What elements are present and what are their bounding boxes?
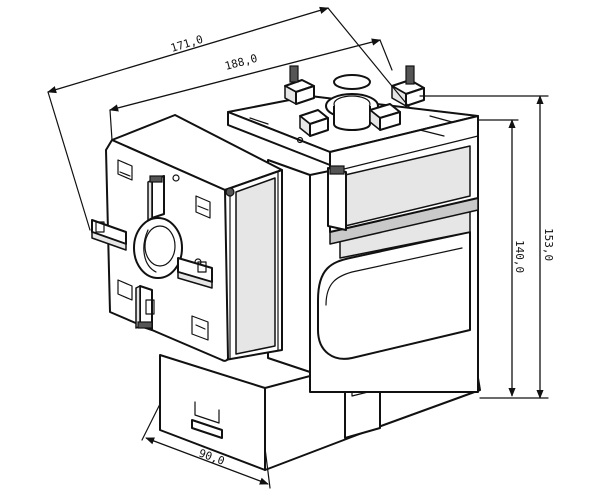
dimension-label-171: 171,0 (169, 33, 204, 55)
dimension-label-140: 140,0 (513, 240, 526, 273)
top-jaw-back (299, 109, 329, 137)
dimension-label-188: 188,0 (223, 52, 258, 73)
front-chuck (91, 139, 229, 362)
top-jaw-left (284, 65, 315, 105)
top-jaw-right (391, 65, 425, 107)
dimension-height-outer: 153,0 (419, 95, 555, 399)
front-jaw-top (147, 175, 165, 221)
front-jaw-left (91, 219, 127, 251)
top-jaw-front (369, 103, 401, 131)
front-jaw-bottom (135, 285, 155, 331)
front-flange (111, 114, 283, 361)
dimension-height-inner: 140,0 (477, 119, 526, 397)
dimension-label-153: 153,0 (542, 228, 555, 261)
front-jaw-right (177, 257, 213, 289)
